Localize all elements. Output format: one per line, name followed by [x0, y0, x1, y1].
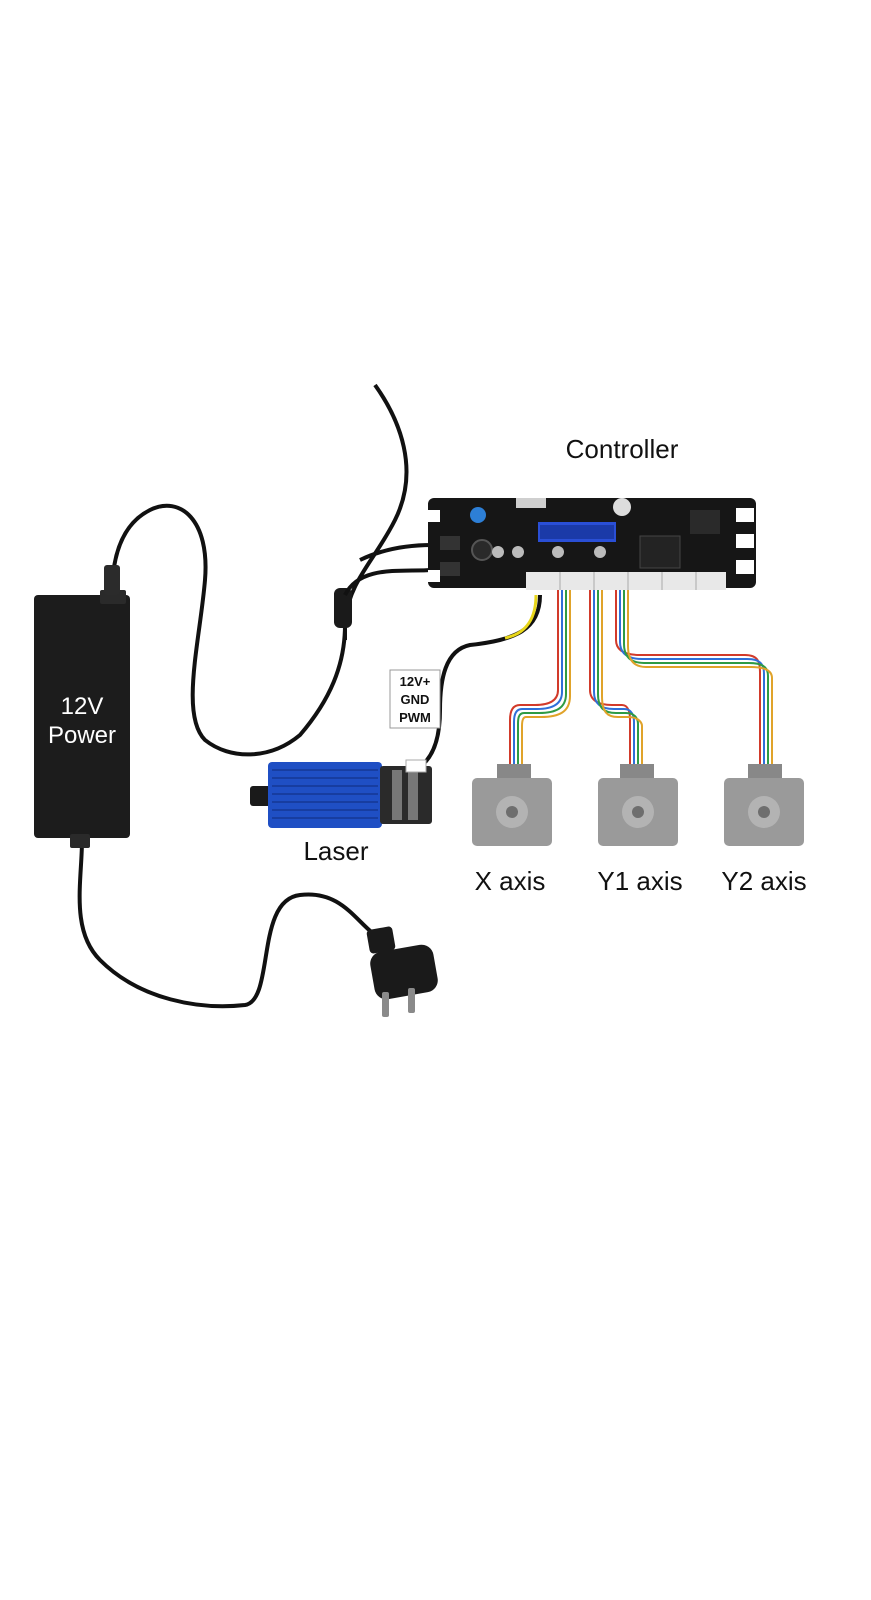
y1-axis-label: Y1 axis	[597, 866, 682, 896]
ac-cable	[77, 839, 377, 1009]
ferrite-bead	[334, 588, 352, 628]
laser-label: Laser	[303, 836, 368, 866]
laser-cable-yellow	[504, 594, 538, 640]
pin-label-pwm: PWM	[399, 710, 431, 725]
controller-dc-cable	[343, 568, 433, 596]
y2-axis-label: Y2 axis	[721, 866, 806, 896]
stepper-motor-x	[472, 764, 552, 846]
controller-label: Controller	[566, 434, 679, 464]
ac-plug-icon	[366, 926, 438, 1017]
power-supply: 12V Power	[34, 565, 130, 848]
usb-cable-plug	[359, 543, 433, 562]
controller-board	[428, 498, 756, 590]
ribbon-cables	[509, 590, 773, 770]
stepper-motor-y1	[598, 764, 678, 846]
laser-pin-legend: 12V+ GND PWM	[389, 669, 441, 729]
power-cable-to-controller	[110, 503, 347, 757]
power-label-line1: 12V	[61, 693, 104, 720]
stepper-motor-y2	[724, 764, 804, 846]
usb-cable	[343, 383, 409, 640]
pin-label-gnd: GND	[401, 692, 430, 707]
x-axis-label: X axis	[475, 866, 546, 896]
pin-label-12v: 12V+	[400, 674, 431, 689]
laser-module	[250, 759, 432, 828]
power-label-line2: Power	[48, 722, 116, 749]
